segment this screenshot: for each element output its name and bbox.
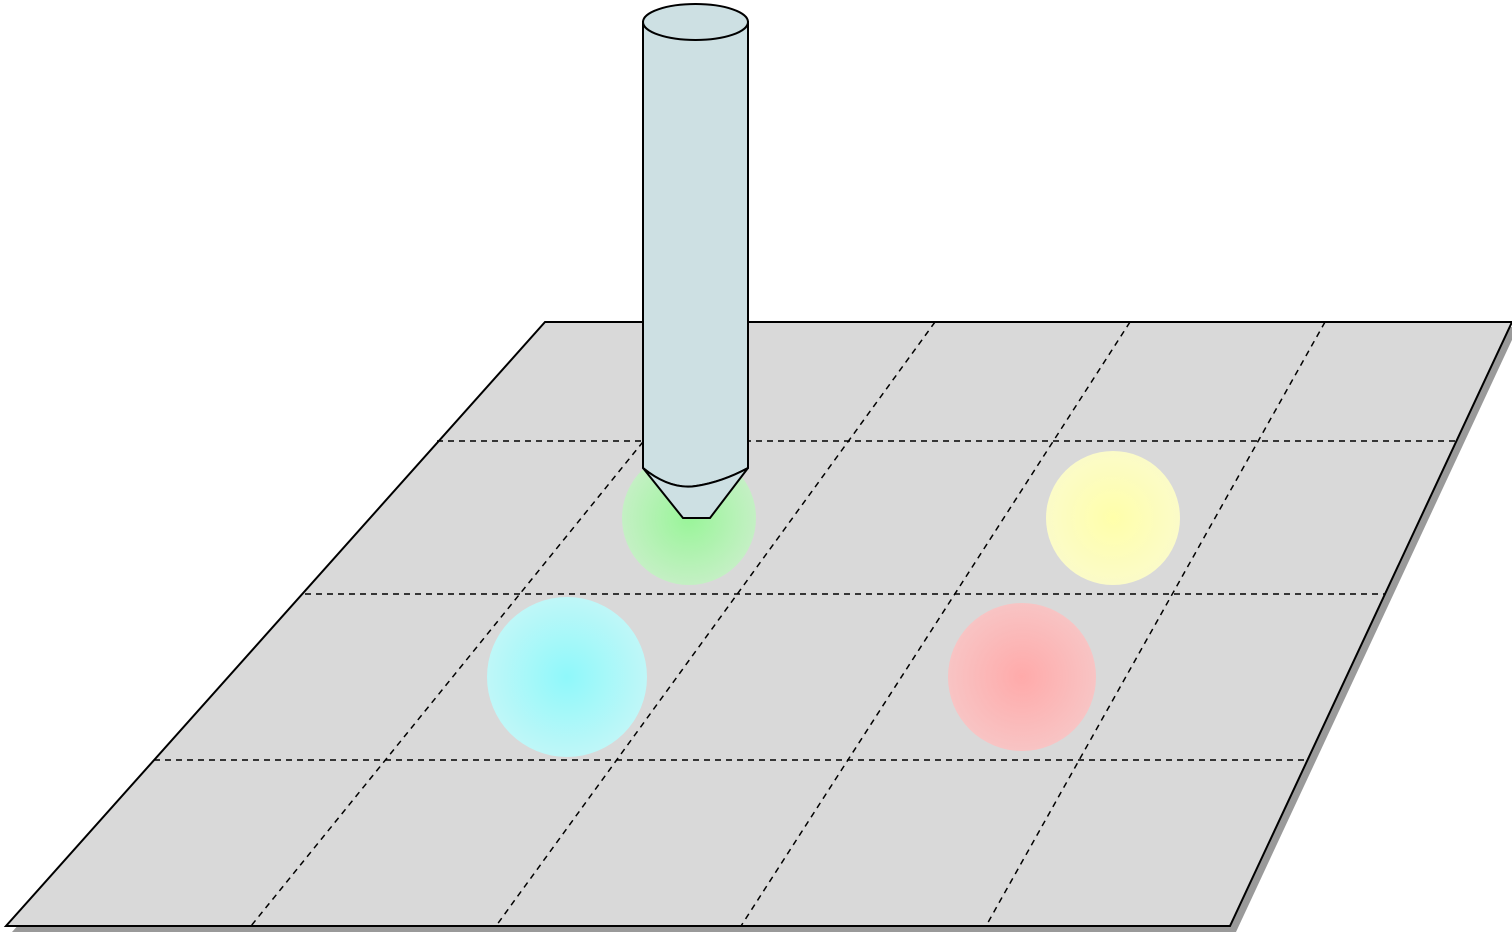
cylindrical-probe-icon [643, 4, 748, 518]
plate [6, 322, 1512, 926]
probe-top [643, 4, 748, 40]
cyan-droplet [487, 597, 647, 757]
probe-body [643, 22, 748, 487]
pink-droplet [948, 603, 1096, 751]
yellow-droplet [1046, 451, 1180, 585]
